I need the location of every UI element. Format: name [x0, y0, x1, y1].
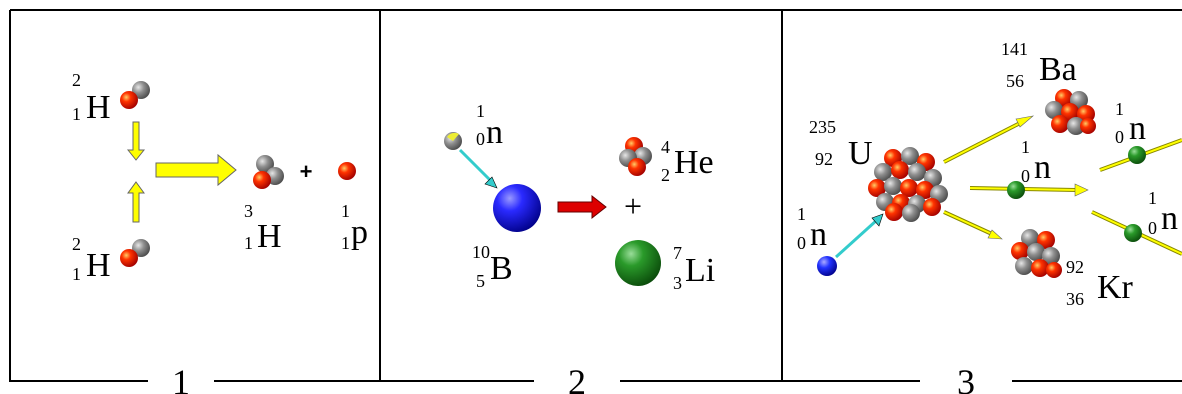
deuterium-bottom-label: 2 1 H — [72, 234, 111, 284]
svg-text:2: 2 — [72, 70, 81, 90]
lithium-nucleus — [615, 240, 661, 286]
deuterium-bottom-nucleus — [120, 239, 150, 267]
panel-2-boron-capture: 1 0 n 10 5 B 4 2 He — [444, 101, 715, 293]
svg-text:Li: Li — [685, 252, 715, 289]
neutron-arrow-2 — [458, 148, 498, 189]
svg-text:5: 5 — [476, 271, 485, 291]
proton-label: 1 1 p — [341, 201, 368, 253]
barium-nucleus — [1045, 89, 1096, 135]
svg-text:n: n — [1161, 200, 1178, 237]
svg-text:0: 0 — [797, 233, 806, 253]
neutron-bot-label: 1 0 n — [1148, 188, 1178, 238]
svg-text:2: 2 — [72, 234, 81, 254]
svg-text:92: 92 — [1066, 257, 1084, 277]
helium-label: 4 2 He — [661, 137, 714, 185]
svg-text:0: 0 — [476, 129, 485, 149]
neutron-in-particle — [817, 256, 837, 276]
svg-text:3: 3 — [673, 273, 682, 293]
neutron-particle-2 — [444, 132, 462, 150]
panel-3-uranium-fission: 1 0 n 235 92 U — [797, 39, 1182, 309]
lithium-label: 7 3 Li — [673, 243, 715, 293]
svg-text:1: 1 — [72, 104, 81, 124]
panel-1-fusion: 2 1 H 2 1 H — [72, 70, 368, 284]
deuterium-top-nucleus — [120, 81, 150, 109]
uranium-nucleus — [868, 147, 948, 222]
svg-text:36: 36 — [1066, 289, 1084, 309]
panel-number-2: 2 — [568, 362, 586, 394]
neutron-top-particle — [1128, 146, 1146, 164]
svg-text:1: 1 — [1115, 99, 1124, 119]
neutron-label-2: 1 0 n — [476, 101, 503, 151]
svg-text:B: B — [490, 250, 513, 287]
frame — [9, 9, 1182, 382]
fission-arrow-up — [943, 115, 1035, 164]
boron-nucleus — [493, 184, 541, 232]
merge-arrow-up — [127, 181, 145, 223]
helium-nucleus — [619, 137, 652, 176]
panel-number-3: 3 — [957, 362, 975, 394]
deuterium-top-label: 2 1 H — [72, 70, 111, 126]
proton-nucleus — [338, 162, 356, 180]
svg-text:p: p — [351, 214, 368, 251]
barium-label: 141 56 Ba — [1001, 39, 1077, 91]
tritium-label: 3 1 H — [244, 201, 282, 255]
plus-sign-2: + — [624, 188, 642, 224]
svg-text:Ba: Ba — [1039, 51, 1077, 88]
krypton-nucleus — [1011, 229, 1062, 278]
svg-text:2: 2 — [661, 165, 670, 185]
svg-text:3: 3 — [244, 201, 253, 221]
reaction-arrow-2 — [557, 194, 607, 220]
plus-sign-1: + — [300, 159, 313, 184]
svg-text:1: 1 — [244, 233, 253, 253]
tritium-nucleus — [253, 155, 284, 189]
svg-text:H: H — [86, 247, 111, 284]
svg-text:0: 0 — [1148, 218, 1157, 238]
svg-text:10: 10 — [472, 242, 490, 262]
svg-text:235: 235 — [809, 117, 836, 137]
svg-text:n: n — [810, 216, 827, 253]
neutron-bot-particle — [1124, 224, 1142, 242]
neutron-in-arrow — [834, 213, 884, 259]
svg-text:1: 1 — [72, 264, 81, 284]
svg-text:He: He — [674, 144, 714, 181]
svg-text:n: n — [486, 114, 503, 151]
svg-text:0: 0 — [1021, 166, 1030, 186]
uranium-label: 235 92 U — [809, 117, 873, 172]
svg-text:1: 1 — [797, 204, 806, 224]
svg-text:H: H — [257, 218, 282, 255]
neutron-mid-particle — [1007, 181, 1025, 199]
svg-text:n: n — [1034, 149, 1051, 186]
neutron-top-label: 1 0 n — [1115, 99, 1146, 147]
svg-text:Kr: Kr — [1097, 269, 1134, 306]
boron-label: 10 5 B — [472, 242, 513, 291]
reaction-arrow-1 — [155, 153, 237, 187]
panel-number-1: 1 — [172, 362, 190, 394]
svg-text:U: U — [848, 135, 873, 172]
krypton-label: 92 36 Kr — [1066, 257, 1134, 309]
svg-text:7: 7 — [673, 243, 682, 263]
svg-text:1: 1 — [1148, 188, 1157, 208]
svg-text:4: 4 — [661, 137, 670, 157]
svg-text:1: 1 — [341, 201, 350, 221]
svg-text:56: 56 — [1006, 71, 1024, 91]
svg-text:H: H — [86, 89, 111, 126]
svg-text:92: 92 — [815, 149, 833, 169]
neutron-in-label: 1 0 n — [797, 204, 827, 253]
svg-text:141: 141 — [1001, 39, 1028, 59]
fission-arrow-down — [943, 210, 1003, 240]
svg-text:1: 1 — [476, 101, 485, 121]
svg-text:1: 1 — [341, 233, 350, 253]
svg-text:1: 1 — [1021, 137, 1030, 157]
neutron-mid-label: 1 0 n — [1021, 137, 1051, 186]
svg-text:0: 0 — [1115, 127, 1124, 147]
svg-text:n: n — [1129, 110, 1146, 147]
merge-arrow-down — [126, 121, 146, 161]
